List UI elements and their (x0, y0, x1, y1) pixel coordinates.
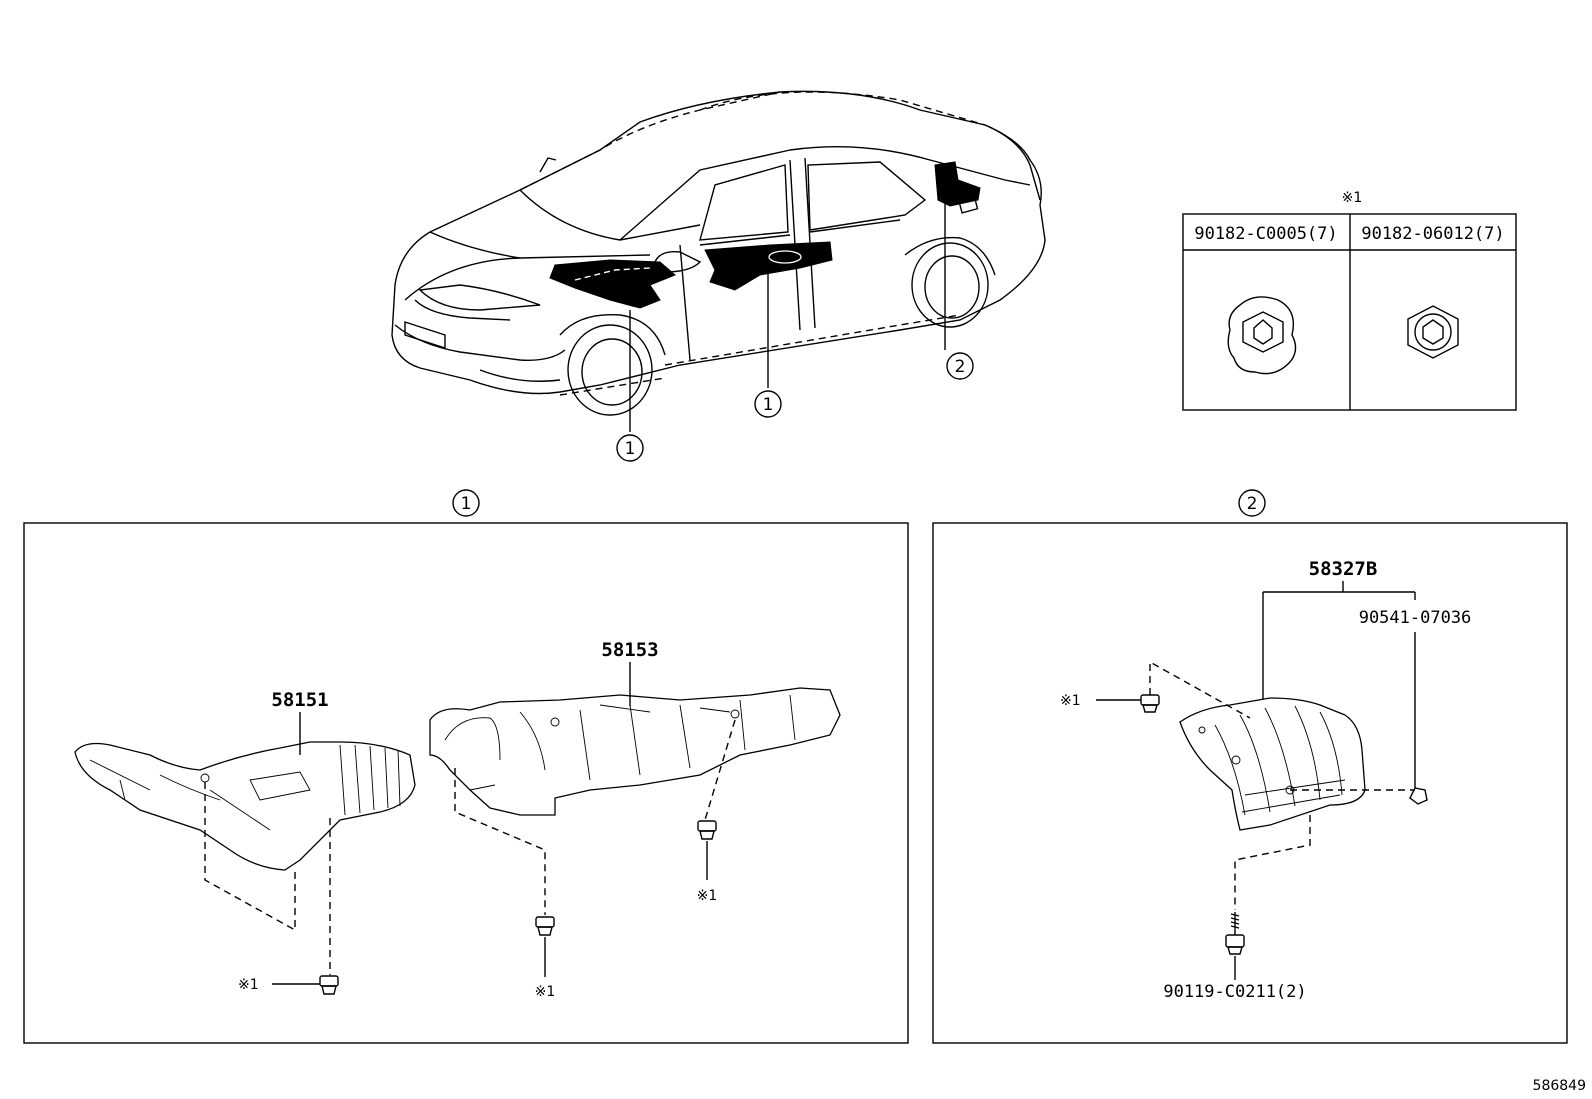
nut-icon-58153-b (697, 820, 717, 840)
car-callout-1-front: 1 (616, 434, 644, 462)
car-callout-1-mid: 1 (754, 390, 782, 418)
svg-text:1: 1 (625, 439, 636, 459)
panel-2-title: 2 (1247, 494, 1258, 514)
panel-1: 1 58151 ※1 58153 (23, 489, 909, 1044)
heat-insulator-58151 (74, 741, 416, 871)
label-58151: 58151 (271, 689, 328, 711)
panel-1-title: 1 (461, 494, 472, 514)
label-90119-C0211: 90119-C0211(2) (1163, 982, 1306, 1002)
panel-2: 2 58327B 90541-07036 ※1 (932, 489, 1568, 1044)
fastener-table-note-mark: ※1 (1342, 190, 1363, 206)
car-callout-2-rear: 2 (946, 352, 974, 380)
note-mark-58327B: ※1 (1060, 693, 1081, 709)
label-58153: 58153 (601, 639, 658, 661)
note-mark-58153-a: ※1 (535, 984, 556, 1000)
fastener-col2-part-number: 90182-06012(7) (1361, 224, 1504, 244)
note-mark-58151: ※1 (238, 977, 259, 993)
flange-nut-icon-58327B (1140, 694, 1160, 713)
fastener-table: ※1 90182-C0005(7) 90182-06012(7) (1182, 190, 1517, 411)
heat-insulator-58327B (1179, 697, 1366, 831)
svg-text:1: 1 (763, 395, 774, 415)
bolt-icon (319, 975, 339, 995)
svg-text:2: 2 (955, 357, 966, 377)
fastener-col1-part-number: 90182-C0005(7) (1194, 224, 1337, 244)
diagram-id: 586849 (1533, 1078, 1586, 1094)
label-58327B: 58327B (1309, 558, 1378, 580)
hex-nut-icon (1407, 305, 1459, 359)
note-mark-58153-b: ※1 (697, 888, 718, 904)
label-90541-07036: 90541-07036 (1359, 608, 1472, 628)
stud-bolt-icon (1225, 912, 1245, 955)
nut-icon-58153-a (535, 916, 555, 936)
heat-insulator-58153 (429, 687, 841, 816)
car-illustration (391, 90, 1046, 432)
flange-nut-icon (1227, 296, 1297, 375)
grommet-icon (1409, 787, 1428, 805)
